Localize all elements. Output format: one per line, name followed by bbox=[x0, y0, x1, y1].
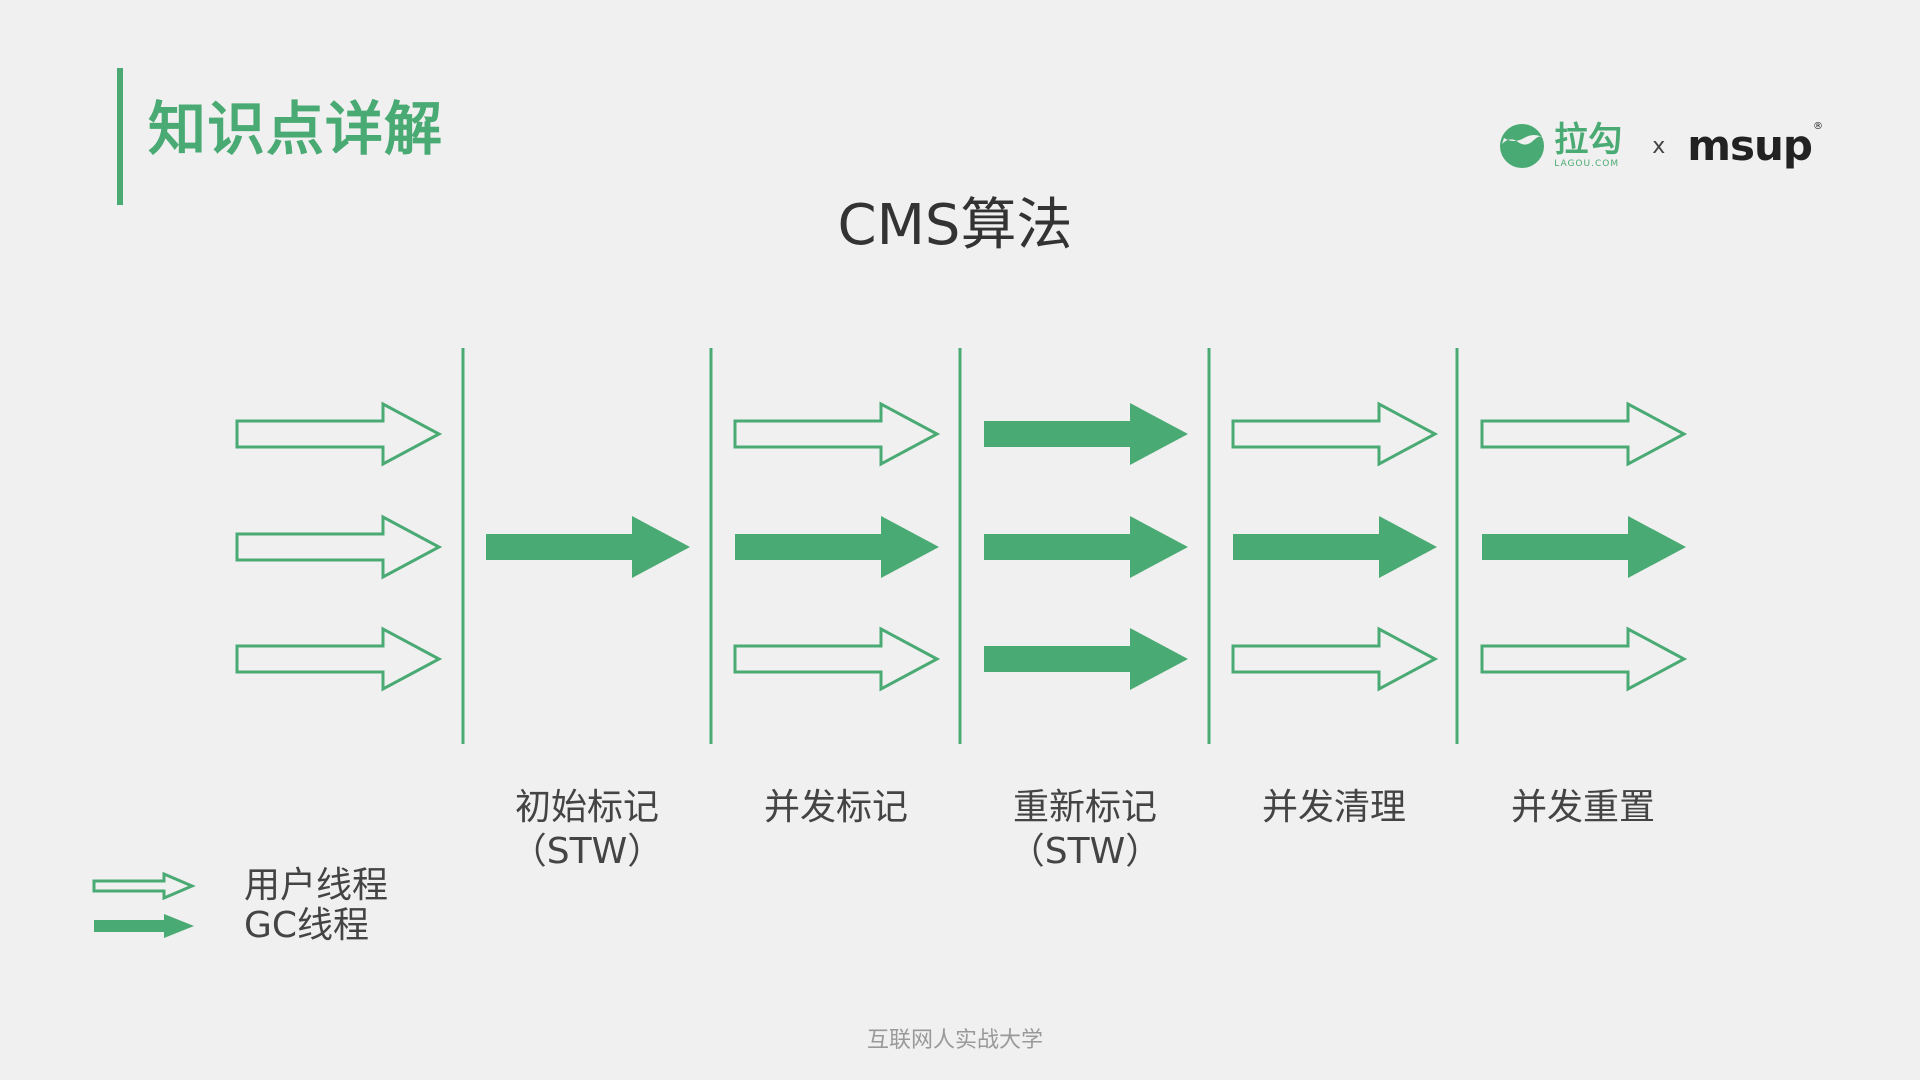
user-thread-arrow bbox=[733, 401, 941, 467]
logo-group: 拉勾 LAGOU.COM x msup® bbox=[1498, 116, 1823, 176]
user-thread-arrow bbox=[235, 626, 443, 692]
stage-label-stw: （STW） bbox=[1008, 831, 1162, 872]
section-title: 知识点详解 bbox=[148, 95, 444, 163]
user-thread-arrow bbox=[235, 401, 443, 467]
gc-thread-arrow bbox=[984, 628, 1188, 690]
stage-label-name: 并发重置 bbox=[1510, 787, 1655, 828]
footer-slogan: 互联网人实战大学 bbox=[866, 1028, 1043, 1053]
lagou-name: 拉勾 bbox=[1554, 120, 1623, 160]
legend-gc-thread-label: GC线程 bbox=[244, 905, 370, 946]
gc-thread-arrow bbox=[1482, 516, 1686, 578]
legend-gc-thread: GC线程 bbox=[92, 906, 369, 946]
msup-logo: msup® bbox=[1687, 122, 1823, 167]
user-thread-arrow bbox=[1231, 401, 1439, 467]
stage-label: 重新标记（STW） bbox=[975, 786, 1195, 874]
gc-thread-arrow bbox=[984, 403, 1188, 465]
user-thread-arrow bbox=[235, 514, 443, 580]
gc-thread-arrow bbox=[984, 516, 1188, 578]
gc-thread-arrow bbox=[486, 516, 690, 578]
stage-label-name: 并发标记 bbox=[763, 787, 908, 828]
stage-label-name: 并发清理 bbox=[1261, 787, 1406, 828]
stage-label: 并发标记 bbox=[726, 786, 946, 830]
section-accent-bar bbox=[117, 68, 123, 205]
registered-mark: ® bbox=[1813, 121, 1823, 132]
diagram-title: CMS算法 bbox=[837, 193, 1073, 258]
hollow-arrow-icon bbox=[92, 872, 196, 900]
lagou-wordmark: 拉勾 LAGOU.COM bbox=[1554, 123, 1622, 169]
user-thread-arrow bbox=[1480, 401, 1688, 467]
user-thread-arrow bbox=[1480, 626, 1688, 692]
lagou-logo-icon bbox=[1500, 124, 1545, 168]
legend-user-thread: 用户线程 bbox=[92, 866, 388, 906]
logo-separator: x bbox=[1652, 133, 1666, 159]
stage-label-name: 重新标记 bbox=[1012, 787, 1157, 828]
gc-thread-arrow bbox=[1233, 516, 1437, 578]
msup-wordmark: msup bbox=[1687, 121, 1813, 170]
gc-thread-arrow bbox=[735, 516, 939, 578]
stage-label: 初始标记（STW） bbox=[477, 786, 697, 874]
user-thread-arrow bbox=[733, 626, 941, 692]
user-thread-arrow bbox=[1231, 626, 1439, 692]
stage-label-stw: （STW） bbox=[510, 831, 664, 872]
solid-arrow-icon bbox=[94, 914, 194, 938]
stage-label: 并发重置 bbox=[1473, 786, 1693, 830]
stage-label-name: 初始标记 bbox=[514, 787, 659, 828]
stage-label: 并发清理 bbox=[1224, 786, 1444, 830]
lagou-domain: LAGOU.COM bbox=[1554, 159, 1620, 169]
legend-user-thread-label: 用户线程 bbox=[244, 865, 389, 906]
